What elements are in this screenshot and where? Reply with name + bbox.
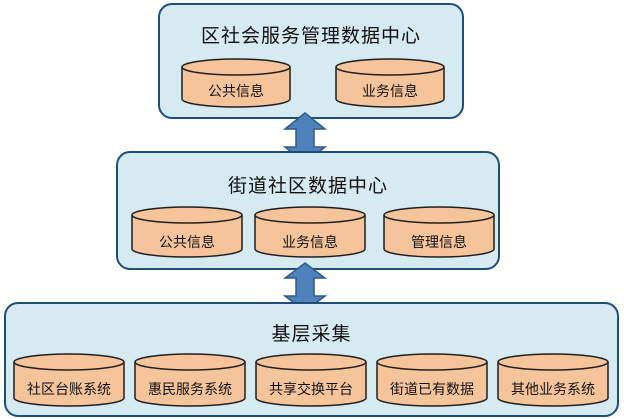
street-data-center-panel: 街道社区数据中心 公共信息 业务信息 管理信息 <box>116 151 500 270</box>
database-cylinder-management-info: 管理信息 <box>382 205 496 259</box>
database-label: 公共信息 <box>208 84 264 100</box>
database-cylinder-business-info: 业务信息 <box>334 57 446 109</box>
database-cylinder-business-info: 业务信息 <box>253 205 367 259</box>
district-data-center-panel: 区社会服务管理数据中心 公共信息 业务信息 <box>158 3 464 119</box>
system-cylinder-street-existing-data: 街道已有数据 <box>375 352 489 408</box>
system-cylinder-sharing-platform: 共享交换平台 <box>254 352 368 408</box>
system-label: 街道已有数据 <box>390 382 474 398</box>
database-label: 业务信息 <box>362 84 418 100</box>
system-label: 社区台账系统 <box>27 382 111 398</box>
system-label: 其他业务系统 <box>511 382 595 398</box>
system-label: 惠民服务系统 <box>148 382 232 398</box>
database-cylinder-public-info: 公共信息 <box>130 205 244 259</box>
street-data-center-title: 街道社区数据中心 <box>227 175 388 197</box>
system-cylinder-public-service: 惠民服务系统 <box>133 352 247 408</box>
database-label: 公共信息 <box>159 235 215 251</box>
database-label: 管理信息 <box>411 235 467 251</box>
system-cylinder-community-ledger: 社区台账系统 <box>12 352 126 408</box>
database-label: 业务信息 <box>282 235 338 251</box>
grassroots-collection-panel: 基层采集 社区台账系统 惠民服务系统 共享交换平台 街道已有数据 <box>4 302 619 417</box>
grassroots-collection-title: 基层采集 <box>271 323 352 345</box>
database-cylinder-public-info: 公共信息 <box>180 57 292 109</box>
system-label: 共享交换平台 <box>269 382 353 398</box>
system-cylinder-other-business: 其他业务系统 <box>496 352 610 408</box>
district-data-center-title: 区社会服务管理数据中心 <box>200 25 421 47</box>
